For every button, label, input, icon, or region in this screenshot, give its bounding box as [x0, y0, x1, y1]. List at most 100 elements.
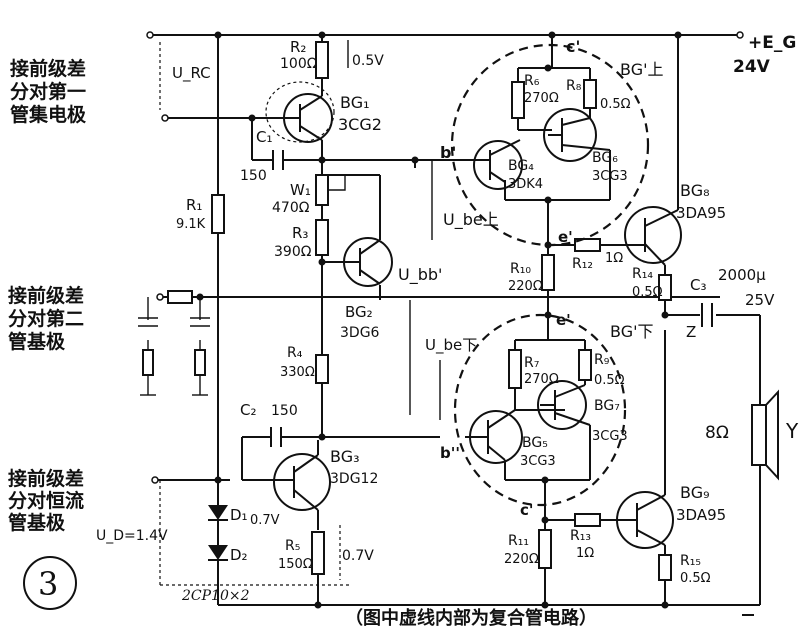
- measurement-lines: [159, 40, 441, 586]
- input-bot-line3: 管基极: [8, 511, 66, 534]
- r9-resistor: [578, 349, 592, 381]
- r8-value: 0.5Ω: [600, 97, 631, 112]
- r15-label: R₁₅: [680, 553, 701, 569]
- junction-dots: [196, 31, 682, 609]
- r4-label: R₄: [287, 345, 303, 361]
- r14-label: R₁₄: [632, 266, 653, 282]
- c1-value: 150: [240, 168, 267, 184]
- r15-resistor: [658, 554, 672, 581]
- r9-label: R₉: [594, 352, 610, 368]
- bg5-type: 3CG3: [520, 454, 556, 469]
- w1-potentiometer: [315, 174, 329, 206]
- wiring: [146, 31, 761, 616]
- bg7-label: BG₇: [594, 398, 620, 414]
- r7-value: 270Ω: [524, 372, 559, 387]
- r4-value: 330Ω: [280, 365, 315, 380]
- speaker-label: Y: [785, 419, 799, 443]
- input-bot-line2: 分对恒流: [8, 489, 84, 512]
- ube-top-label: U_be上: [443, 210, 499, 230]
- bg3-transistor: [273, 453, 331, 511]
- bg4-transistor: [473, 139, 523, 190]
- b-dprime-label: b'': [440, 444, 460, 462]
- c-prime-top: c': [566, 37, 580, 56]
- d1-voltage: 0.7V: [250, 513, 280, 528]
- bg8-type: 3DA95: [676, 204, 726, 222]
- b-prime-label: b': [440, 143, 456, 162]
- ubb-label: U_bb': [398, 265, 442, 285]
- diodes: [208, 505, 228, 561]
- input-top-line1: 接前级差: [10, 57, 86, 80]
- r7-label: R₇: [524, 355, 539, 371]
- r3-value: 390Ω: [274, 244, 312, 260]
- composite-transistor-boundaries: [265, 43, 650, 507]
- bg3-type: 3DG12: [330, 471, 378, 487]
- r6-resistor: [511, 81, 525, 119]
- r15-value: 0.5Ω: [680, 571, 711, 586]
- z-label: Z: [686, 323, 696, 341]
- v05-label: 0.5V: [352, 53, 384, 69]
- r13-value: 1Ω: [576, 546, 594, 561]
- r11-resistor: [538, 529, 552, 569]
- c1-label: C₁: [256, 128, 273, 146]
- bg2-label: BG₂: [345, 303, 373, 321]
- r11-value: 220Ω: [504, 552, 539, 567]
- r10-value: 220Ω: [508, 279, 543, 294]
- text-labels: 接前级差 分对第一 管集电极 接前级差 分对第二 管基极 接前级差 分对恒流 管…: [8, 33, 799, 629]
- bg1-label: BG₁: [340, 93, 370, 112]
- bg8-transistor: [624, 206, 682, 266]
- input-top-line2: 分对第一: [10, 80, 86, 103]
- speaker-impedance: 8Ω: [705, 423, 729, 443]
- c-dprime-label: c': [520, 501, 533, 519]
- bg7-transistor: [537, 380, 591, 430]
- e-prime-bot-label: e': [556, 311, 571, 329]
- r12-label: R₁₂: [572, 256, 593, 272]
- r6-value: 270Ω: [524, 91, 559, 106]
- bg5-transistor: [465, 409, 523, 464]
- input-bot-line1: 接前级差: [8, 467, 84, 490]
- supply-voltage: 24V: [733, 57, 771, 77]
- supply-label: +E_G: [748, 33, 796, 53]
- r2-label: R₂: [290, 38, 306, 56]
- bg5-label: BG₅: [522, 435, 548, 451]
- r4-resistor: [315, 354, 329, 384]
- r8-resistor: [583, 79, 597, 109]
- c2-value: 150: [271, 403, 298, 419]
- d2-label: D₂: [230, 546, 248, 564]
- r13-resistor: [574, 513, 601, 527]
- r5-resistor: [311, 531, 325, 575]
- ube-bot-label: U_be下: [425, 336, 477, 355]
- input-mid-line2: 分对第二: [8, 307, 84, 330]
- bg2-type: 3DG6: [340, 325, 380, 341]
- speaker-icon: [751, 389, 779, 481]
- r13-label: R₁₃: [570, 528, 591, 544]
- r3-resistor: [315, 219, 329, 256]
- r11-label: R₁₁: [508, 533, 529, 549]
- r9-value: 0.5Ω: [594, 373, 625, 388]
- c3-voltage: 25V: [745, 291, 775, 309]
- c3-label: C₃: [690, 276, 707, 294]
- urc-label: U_RC: [172, 64, 211, 83]
- r1-resistor: [211, 194, 225, 234]
- r2-value: 100Ω: [280, 56, 318, 72]
- input-mid-line3: 管基极: [8, 330, 66, 353]
- c2-label: C₂: [240, 401, 257, 419]
- r14-resistor: [658, 274, 672, 301]
- w1-value: 470Ω: [272, 200, 310, 216]
- r10-resistor: [541, 254, 555, 291]
- r1-label: R₁: [186, 196, 202, 214]
- bg9-transistor: [616, 491, 674, 549]
- bg6-label: BG₆: [592, 150, 618, 166]
- diode-part-label: 2CP10×2: [181, 588, 250, 604]
- r10-label: R₁₀: [510, 261, 531, 277]
- bg-bot-label: BG'下: [610, 322, 654, 341]
- bg6-type: 3CG3: [592, 169, 628, 184]
- bg8-label: BG₈: [680, 181, 710, 200]
- caption: （图中虚线内部为复合管电路）: [345, 607, 597, 629]
- w1-label: W₁: [290, 181, 311, 199]
- r3-label: R₃: [292, 224, 308, 242]
- input-top-line3: 管集电极: [10, 103, 87, 126]
- bg4-type: 3DK4: [508, 177, 543, 192]
- bg6-transistor: [543, 108, 611, 162]
- v07-label: 0.7V: [342, 548, 374, 564]
